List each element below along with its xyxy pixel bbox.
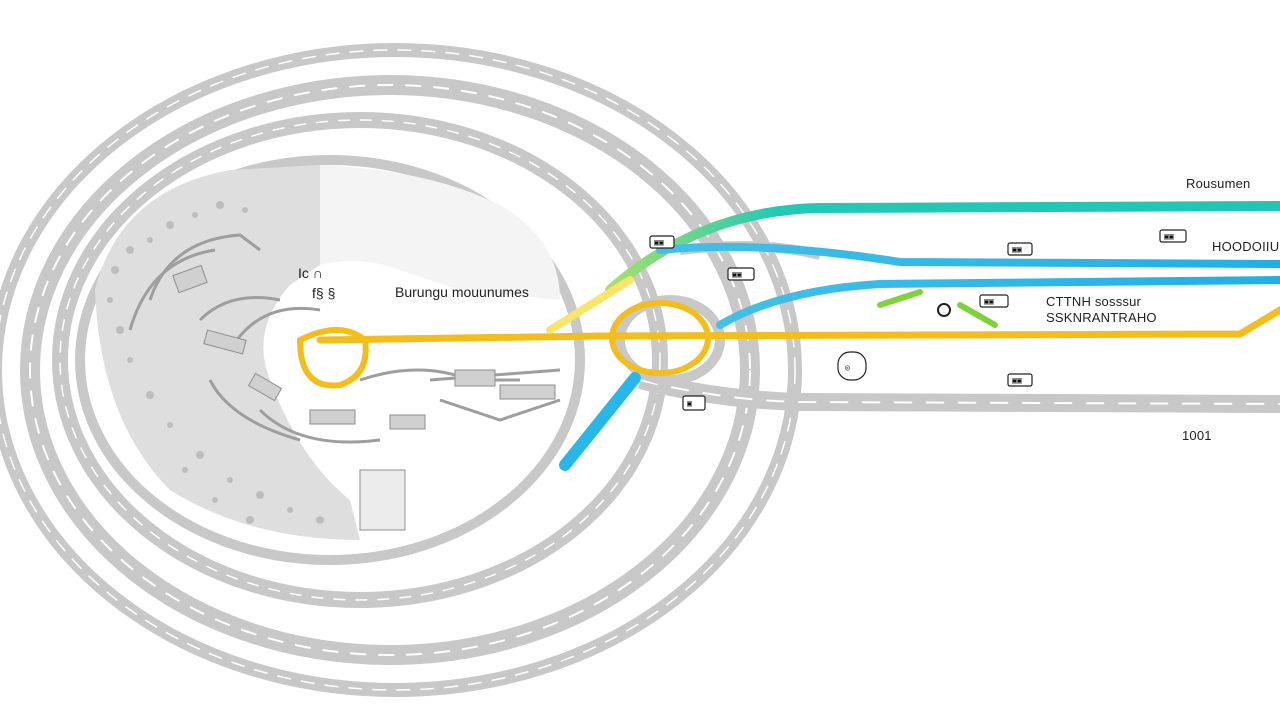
route-cyan-upper [656,242,1280,268]
hub-sign-label-2: f§ § [312,285,335,301]
map-labels: Burungu mouunumes Rousumen HOODOIIUO CTT… [298,176,1280,443]
route-sign-icon[interactable]: ▣▣ [1159,229,1187,243]
hub-sign-label: Ic ∩ [298,265,323,281]
exit-sign-icon[interactable]: ▣▣ [979,294,1009,308]
bottom-right-code-label: 1001 [1182,428,1212,443]
tree-dots [107,201,324,524]
highway-lower [637,371,1280,413]
top-right-label: Rousumen [1186,176,1250,191]
svg-text:▣▣: ▣▣ [1012,377,1022,386]
district-white-block [320,165,560,300]
middle-ring-dash [29,84,751,656]
route-teal [605,201,1280,295]
svg-text:▣▣: ▣▣ [732,271,742,280]
yellow-hub-loop [296,327,369,389]
toll-sign-icon[interactable]: ▣▣ [1007,373,1033,387]
route-yellow-diag [546,276,634,334]
outer-ring-dash [0,49,796,691]
building-blocks [172,264,556,531]
svg-text:◎: ◎ [845,364,850,373]
route-yellow-interchange [609,300,711,376]
transit-routes [296,201,1280,471]
parking-sign-icon[interactable]: ▣▣ [727,267,755,281]
svg-text:▣: ▣ [687,400,692,409]
svg-text:▣▣: ▣▣ [654,239,664,248]
route-green-a [877,289,923,308]
route-yellow [316,306,1280,344]
upper-right-code-label: HOODOIIUO [1212,239,1280,254]
mid-right-label-2: SSKNRANTRAHO [1046,310,1157,325]
ring-roads [0,43,802,697]
station-sign-icon[interactable]: ◎ [837,351,867,381]
core-ring-road [75,155,585,565]
interchange-loop [615,295,725,385]
mid-right-label-1: CTTNH sosssur [1046,294,1142,309]
svg-text:▣▣: ▣▣ [1012,246,1022,255]
district-shade [95,165,360,540]
svg-text:▣▣: ▣▣ [984,298,994,307]
stop-marker-icon[interactable] [937,303,951,317]
bus-sign-icon[interactable]: ▣▣ [649,235,675,249]
district-name-label: Burungu mouunumes [395,284,529,300]
map-signs: ▣▣ ▣▣ ▣ ◎ ▣▣ ▣▣ ▣▣ ▣▣ [649,229,1187,411]
inner-ring-dash [59,119,661,601]
route-green-b [957,302,998,328]
camera-sign-icon[interactable]: ▣ [682,395,706,411]
svg-text:▣▣: ▣▣ [1164,233,1174,242]
route-cyan-mid [716,276,1280,329]
info-sign-icon[interactable]: ▣▣ [1007,242,1033,256]
route-cyan-south [559,372,641,471]
central-district [95,165,561,540]
